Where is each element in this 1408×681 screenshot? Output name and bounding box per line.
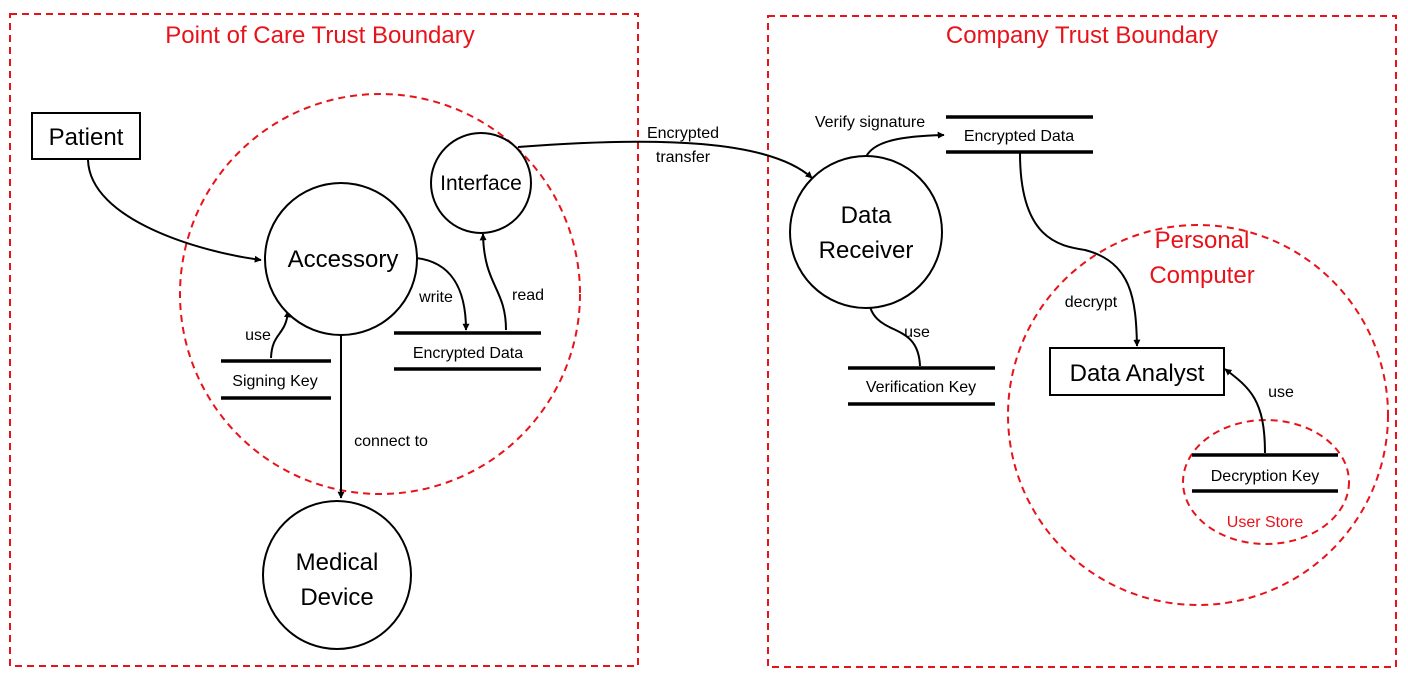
user-store-label: User Store	[1227, 514, 1304, 531]
interface-label: Interface	[440, 172, 522, 195]
personal-computer-label-line1: Personal	[1155, 227, 1250, 254]
data-receiver-label-line2: Receiver	[819, 237, 914, 264]
patient-label: Patient	[49, 124, 124, 151]
point-of-care-boundary	[9, 13, 639, 667]
medical-device-label-line1: Medical	[296, 549, 379, 576]
flow-patient-to-accessory	[87, 159, 262, 263]
point-of-care-boundary-title: Point of Care Trust Boundary	[165, 22, 475, 49]
medical-device-label-line2: Device	[300, 584, 373, 611]
write-label: write	[418, 289, 453, 306]
interface-process	[430, 132, 532, 234]
flow-encrypted-data-to-data-analyst	[1019, 152, 1141, 347]
user-store-boundary	[1182, 419, 1350, 545]
verification-key-label: Verification Key	[866, 379, 976, 396]
data-analyst-label: Data Analyst	[1070, 360, 1205, 387]
decryption-key-store: Decryption Key	[1192, 453, 1338, 493]
data-analyst-entity	[1049, 347, 1225, 396]
flow-verification-key-to-data-receiver	[865, 296, 921, 367]
accessory-boundary-circle	[179, 93, 581, 495]
decryption-key-label: Decryption Key	[1211, 468, 1320, 485]
use-verification-key-label: use	[904, 324, 930, 341]
personal-computer-boundary	[1007, 224, 1389, 606]
flow-decryption-key-to-data-analyst	[1224, 368, 1266, 454]
flow-accessory-to-encrypted-data	[415, 257, 470, 331]
use-signing-key-label: use	[245, 327, 271, 344]
signing-key-label: Signing Key	[232, 373, 317, 390]
encrypted-transfer-label-line1: Encrypted	[647, 125, 719, 142]
accessory-label: Accessory	[288, 246, 399, 273]
encrypted-data-company-store: Encrypted Data	[946, 115, 1093, 154]
verification-key-store: Verification Key	[848, 366, 995, 406]
read-label: read	[512, 287, 544, 304]
company-boundary-title: Company Trust Boundary	[946, 22, 1218, 49]
flow-interface-to-data-receiver	[517, 140, 813, 179]
verify-signature-label: Verify signature	[815, 114, 925, 131]
patient-entity	[31, 112, 141, 160]
data-receiver-process	[789, 155, 943, 309]
encrypted-data-company-label: Encrypted Data	[964, 128, 1074, 145]
flow-data-receiver-to-encrypted-data	[865, 131, 945, 158]
encrypted-data-local-label: Encrypted Data	[413, 345, 523, 362]
company-boundary	[767, 15, 1397, 668]
accessory-process	[264, 182, 418, 336]
flow-encrypted-data-to-interface	[479, 233, 507, 331]
connect-to-label: connect to	[354, 433, 428, 450]
use-decryption-key-label: use	[1268, 384, 1294, 401]
encrypted-data-local-store: Encrypted Data	[394, 331, 541, 371]
data-receiver-label-line1: Data	[841, 202, 892, 229]
decrypt-label: decrypt	[1065, 294, 1118, 311]
encrypted-transfer-label-line2: transfer	[656, 149, 711, 166]
signing-key-store: Signing Key	[221, 359, 331, 400]
medical-device-process	[262, 500, 412, 650]
flow-signing-key-to-accessory	[270, 310, 291, 359]
personal-computer-label-line2: Computer	[1149, 262, 1254, 289]
